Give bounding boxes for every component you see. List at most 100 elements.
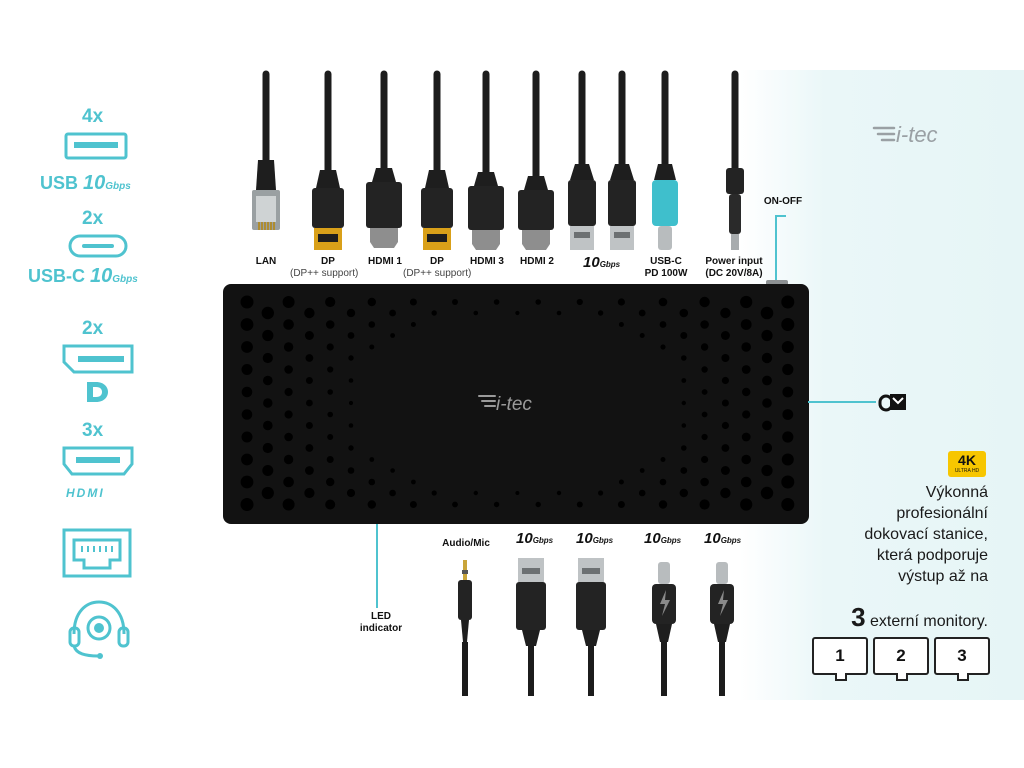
vent-hole xyxy=(720,331,730,340)
usb-c-connector-bottom-1 xyxy=(652,562,676,696)
vent-hole xyxy=(327,389,333,395)
monitor-text: externí monitory. xyxy=(870,613,988,630)
vent-hole xyxy=(618,322,624,327)
product-description: Výkonná profesionální dokovací stanice, … xyxy=(864,484,988,585)
vent-hole xyxy=(327,434,334,440)
vent-hole xyxy=(347,467,355,474)
vent-hole xyxy=(742,410,751,419)
port-label-dp-2: DP xyxy=(430,256,444,267)
vent-hole xyxy=(410,322,416,327)
vent-hole xyxy=(473,310,479,316)
usb-c-connector-bottom-2 xyxy=(710,562,734,696)
speed-tag-bottom-usb-2: 10Gbps xyxy=(576,530,614,547)
usbc-speed: 10Gbps xyxy=(90,265,138,287)
monitor-icon-1: 1 xyxy=(812,637,868,681)
vent-hole xyxy=(346,488,356,498)
vent-hole xyxy=(389,489,396,497)
vent-hole xyxy=(681,355,687,361)
vent-hole xyxy=(283,342,294,352)
usb-a-icon xyxy=(64,132,128,160)
displayport-icon xyxy=(62,344,134,374)
kensington-lock-icon xyxy=(878,394,906,412)
vent-hole xyxy=(348,423,354,428)
vent-hole xyxy=(431,310,437,316)
headset-icon xyxy=(68,600,130,659)
vent-hole xyxy=(493,501,500,508)
vent-hole xyxy=(782,363,794,376)
vent-hole xyxy=(761,464,773,477)
vent-hole xyxy=(241,453,253,466)
hdmi-connector-1 xyxy=(366,168,402,248)
vent-hole xyxy=(638,309,646,317)
vent-hole xyxy=(240,318,254,331)
usb-count: 4x xyxy=(82,106,104,127)
vent-hole xyxy=(701,389,708,395)
vent-hole xyxy=(262,352,273,364)
vent-hole xyxy=(681,378,687,383)
vent-hole xyxy=(452,501,458,508)
port-label-lan: LAN xyxy=(255,256,277,267)
on-off-pointer-line xyxy=(775,215,786,286)
vent-hole xyxy=(659,478,667,486)
vent-hole xyxy=(411,479,416,485)
vent-hole xyxy=(576,501,583,508)
dp-connector-1 xyxy=(312,170,344,250)
vent-hole xyxy=(740,476,752,488)
vent-hole xyxy=(452,299,458,305)
vent-hole xyxy=(700,320,709,329)
port-label-audio-mic: Audio/Mic xyxy=(442,538,490,549)
vent-hole xyxy=(241,341,253,353)
vent-hole xyxy=(369,344,375,350)
vent-hole xyxy=(284,410,293,419)
vent-hole xyxy=(284,387,293,397)
vent-hole xyxy=(304,331,314,340)
vent-hole xyxy=(699,499,710,510)
vent-hole xyxy=(781,341,794,353)
vent-hole xyxy=(327,366,334,373)
vent-hole xyxy=(741,432,751,442)
hdmi-logo-text: HDMI xyxy=(66,486,105,500)
vent-hole xyxy=(720,466,730,475)
vent-hole xyxy=(701,455,709,464)
port-label-on-off: ON-OFF xyxy=(763,196,803,207)
vent-hole xyxy=(761,442,773,454)
vent-hole xyxy=(680,332,688,339)
usb-a-connector-top-1 xyxy=(568,164,596,250)
vent-hole xyxy=(782,386,794,398)
vent-hole xyxy=(241,386,253,398)
vent-hole xyxy=(261,306,274,320)
vent-hole xyxy=(740,319,752,330)
vent-hole xyxy=(347,332,355,339)
vent-hole xyxy=(781,453,794,466)
vent-hole xyxy=(660,457,666,462)
dc-power-connector xyxy=(726,168,744,250)
vent-hole xyxy=(305,466,314,475)
vent-hole xyxy=(660,344,666,350)
vent-hole xyxy=(740,295,753,309)
vent-hole xyxy=(515,491,520,495)
dock-logo-icon: i-tec xyxy=(478,394,532,415)
dp-connector-2 xyxy=(421,170,453,250)
vent-hole xyxy=(617,501,625,508)
vent-hole xyxy=(304,487,315,499)
port-label-usb-c-pd: USB-C PD 100W xyxy=(644,256,688,279)
port-sublabel-dp-2: (DP++ support) xyxy=(403,268,472,279)
vent-hole xyxy=(409,298,417,306)
vent-hole xyxy=(741,365,751,374)
usb-a-connector-top-2 xyxy=(608,164,636,250)
vent-hole xyxy=(720,487,731,499)
vent-hole xyxy=(638,489,646,497)
vent-hole xyxy=(535,501,541,508)
vent-hole xyxy=(658,297,668,307)
vent-hole xyxy=(241,409,253,420)
vent-hole xyxy=(760,306,774,320)
monitor-icon-3: 3 xyxy=(934,637,990,681)
vent-hole xyxy=(390,333,395,338)
vent-hole xyxy=(493,299,500,305)
ethernet-port-icon xyxy=(62,528,132,578)
vent-hole xyxy=(762,420,772,431)
usb-a-connector-bottom-2 xyxy=(576,558,606,696)
vent-hole xyxy=(325,499,336,510)
vent-hole xyxy=(679,488,688,498)
hdmi-count: 3x xyxy=(82,420,104,441)
